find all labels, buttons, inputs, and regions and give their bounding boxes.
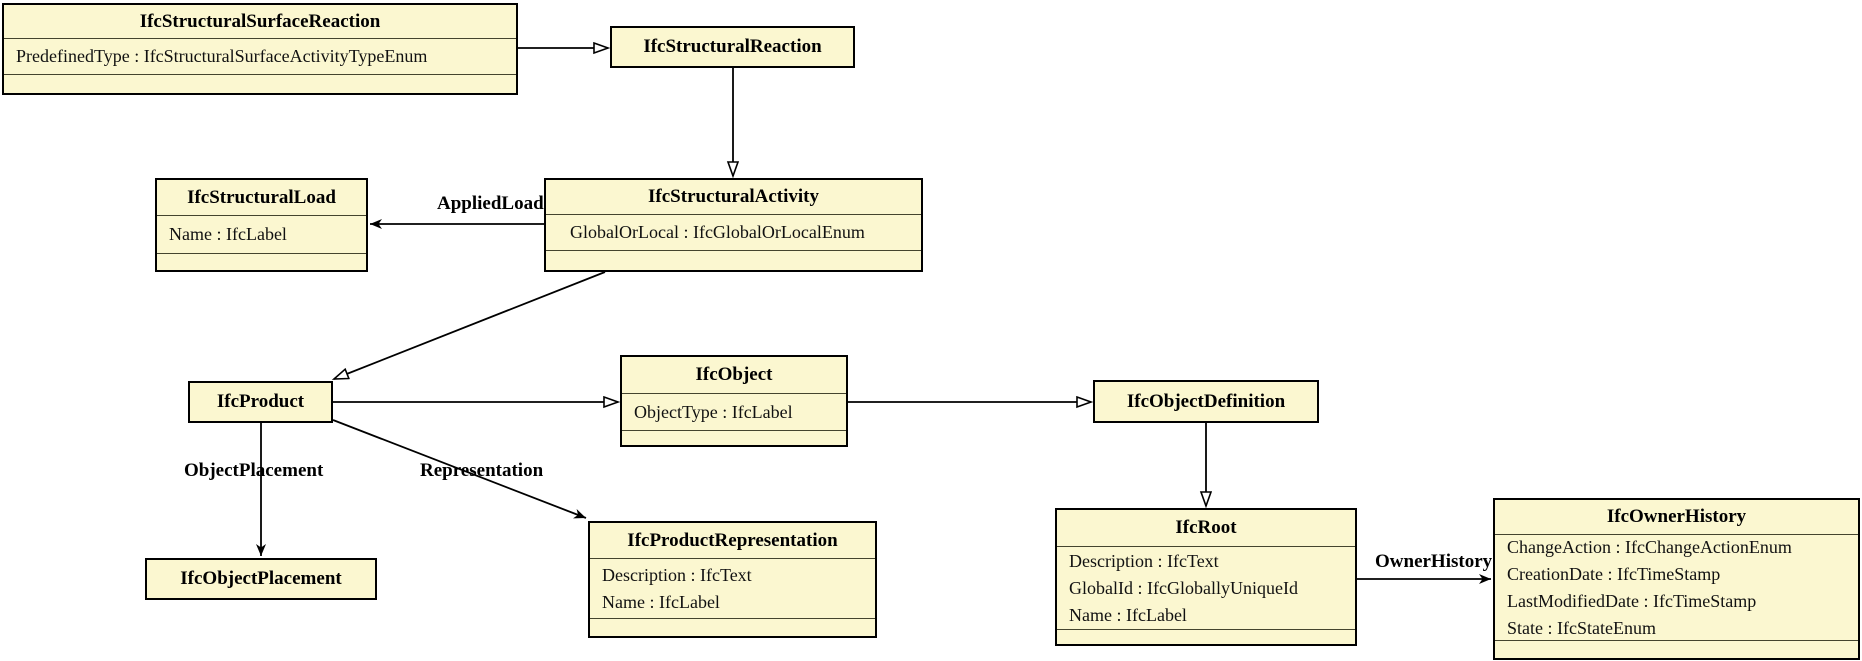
empty-compartment xyxy=(1057,630,1355,644)
attribute: State : IfcStateEnum xyxy=(1507,617,1656,638)
edge-label-objectplacement: ObjectPlacement xyxy=(184,460,324,481)
class-attributes: ObjectType : IfcLabel xyxy=(622,394,846,431)
class-title: IfcStructuralSurfaceReaction xyxy=(4,5,516,39)
class-title: IfcProduct xyxy=(216,391,305,412)
class-box-ifcroot: IfcRoot Description : IfcText GlobalId :… xyxy=(1055,508,1357,646)
class-title: IfcStructuralActivity xyxy=(546,180,921,215)
class-attributes: PredefinedType : IfcStructuralSurfaceAct… xyxy=(4,39,516,75)
class-box-ifcstructuralactivity: IfcStructuralActivity GlobalOrLocal : If… xyxy=(544,178,923,272)
attribute: Description : IfcText xyxy=(1069,550,1219,571)
attribute: ChangeAction : IfcChangeActionEnum xyxy=(1507,536,1792,557)
class-title: IfcProductRepresentation xyxy=(590,523,875,559)
class-box-ifcstructuralsurfacereaction: IfcStructuralSurfaceReaction PredefinedT… xyxy=(2,3,518,95)
class-box-ifcobjectplacement: IfcObjectPlacement xyxy=(145,558,377,600)
attribute: Name : IfcLabel xyxy=(169,224,287,244)
edge-label-representation: Representation xyxy=(420,460,544,481)
empty-compartment xyxy=(590,619,875,636)
empty-compartment xyxy=(4,75,516,93)
attribute: PredefinedType : IfcStructuralSurfaceAct… xyxy=(16,46,428,66)
empty-compartment xyxy=(546,251,921,270)
class-box-ifcproduct: IfcProduct xyxy=(188,381,333,423)
class-attributes: GlobalOrLocal : IfcGlobalOrLocalEnum xyxy=(546,215,921,251)
class-box-ifcownerhistory: IfcOwnerHistory ChangeAction : IfcChange… xyxy=(1493,498,1860,660)
attribute: ObjectType : IfcLabel xyxy=(634,401,793,422)
class-title: IfcStructuralLoad xyxy=(157,180,366,216)
class-attributes: Name : IfcLabel xyxy=(157,216,366,254)
empty-compartment xyxy=(1495,641,1858,658)
class-attributes: Description : IfcText GlobalId : IfcGlob… xyxy=(1057,547,1355,630)
empty-compartment xyxy=(622,431,846,445)
attribute: CreationDate : IfcTimeStamp xyxy=(1507,563,1721,584)
edge-association-representation xyxy=(332,419,587,519)
class-title: IfcStructuralReaction xyxy=(643,36,822,57)
attribute: GlobalId : IfcGloballyUniqueId xyxy=(1069,577,1298,598)
class-box-ifcstructuralload: IfcStructuralLoad Name : IfcLabel xyxy=(155,178,368,272)
edge-generalization-activity-product xyxy=(334,271,606,379)
attribute: GlobalOrLocal : IfcGlobalOrLocalEnum xyxy=(570,222,865,242)
class-box-ifcobjectdefinition: IfcObjectDefinition xyxy=(1093,380,1319,423)
edge-label-appliedload: AppliedLoad xyxy=(437,193,544,214)
class-box-ifcproductrepresentation: IfcProductRepresentation Description : I… xyxy=(588,521,877,638)
class-title: IfcOwnerHistory xyxy=(1495,500,1858,535)
class-attributes: Description : IfcText Name : IfcLabel xyxy=(590,559,875,619)
class-title: IfcObject xyxy=(622,357,846,394)
attribute: LastModifiedDate : IfcTimeStamp xyxy=(1507,590,1757,611)
class-box-ifcobject: IfcObject ObjectType : IfcLabel xyxy=(620,355,848,447)
attribute: Name : IfcLabel xyxy=(602,591,720,612)
class-attributes: ChangeAction : IfcChangeActionEnum Creat… xyxy=(1495,535,1858,641)
class-title: IfcRoot xyxy=(1057,510,1355,547)
class-title: IfcObjectPlacement xyxy=(180,568,342,589)
edge-label-ownerhistory: OwnerHistory xyxy=(1375,551,1493,572)
attribute: Name : IfcLabel xyxy=(1069,604,1187,625)
empty-compartment xyxy=(157,254,366,270)
class-title: IfcObjectDefinition xyxy=(1126,390,1286,412)
attribute: Description : IfcText xyxy=(602,564,752,585)
class-box-ifcstructuralreaction: IfcStructuralReaction xyxy=(610,26,855,68)
